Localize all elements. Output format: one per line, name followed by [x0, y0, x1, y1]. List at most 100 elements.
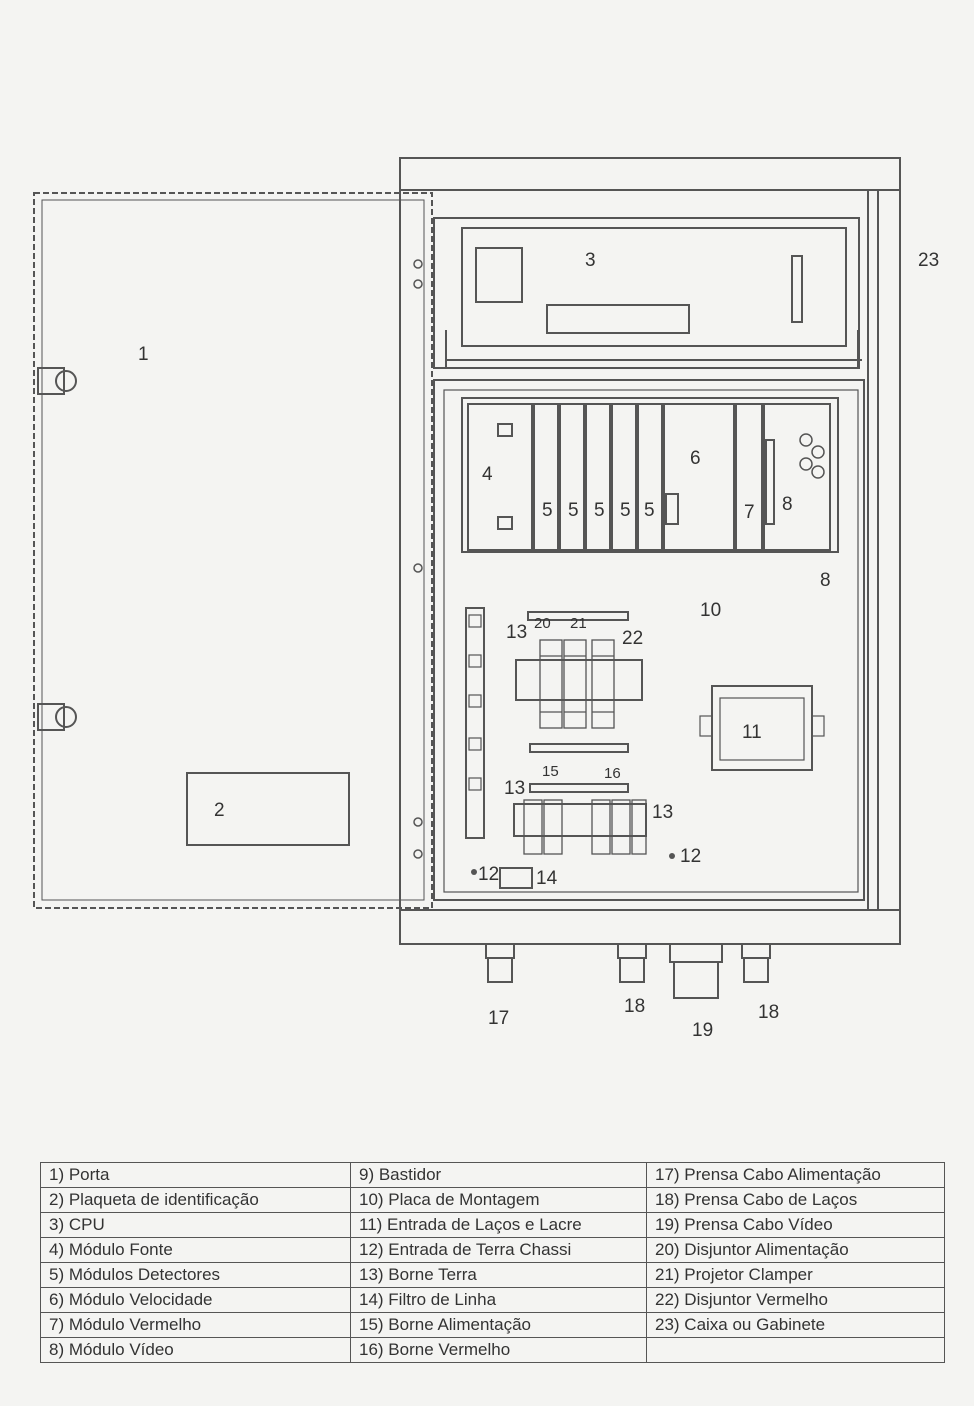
callout-18a: 18	[624, 996, 645, 1017]
cable-gland-power	[485, 943, 515, 983]
callout-19: 19	[692, 1020, 713, 1041]
callout-21: 21	[570, 615, 587, 632]
red-module	[735, 403, 763, 551]
cabinet-top-band	[399, 157, 901, 191]
cpu-unit	[461, 227, 847, 347]
legend-cell: 3) CPU	[40, 1212, 351, 1238]
callout-5d: 5	[620, 500, 631, 521]
legend-cell: 18) Prensa Cabo de Laços	[646, 1187, 945, 1213]
legend-cell: 15) Borne Alimentação	[350, 1312, 647, 1338]
legend-cell: 10) Placa de Montagem	[350, 1187, 647, 1213]
detector-module-3	[585, 403, 611, 551]
callout-13a: 13	[506, 622, 527, 643]
cpu-frame	[433, 217, 860, 369]
callout-5c: 5	[594, 500, 605, 521]
cpu-display	[546, 304, 690, 334]
legend-cell: 22) Disjuntor Vermelho	[646, 1287, 945, 1313]
cable-gland-loops-right	[741, 943, 771, 983]
callout-3: 3	[585, 250, 596, 271]
callout-18b: 18	[758, 1002, 779, 1023]
hinge-icons	[413, 259, 423, 859]
callout-1: 1	[138, 344, 149, 365]
legend-cell: 17) Prensa Cabo Alimentação	[646, 1162, 945, 1188]
callout-2: 2	[214, 800, 225, 821]
callout-20: 20	[534, 615, 551, 632]
door-panel	[33, 192, 433, 909]
red-terminal-bar	[529, 783, 629, 793]
door-handle-bottom	[37, 703, 77, 731]
callout-4: 4	[482, 464, 493, 485]
legend-cell: 21) Projetor Clamper	[646, 1262, 945, 1288]
rack-bastidor	[433, 379, 865, 901]
legend-cell: 7) Módulo Vermelho	[40, 1312, 351, 1338]
callout-6: 6	[690, 448, 701, 469]
legend-cell: 9) Bastidor	[350, 1162, 647, 1188]
callout-8a: 8	[782, 494, 793, 515]
detector-module-2	[559, 403, 585, 551]
line-filter	[499, 867, 533, 889]
cabinet-bottom-band	[399, 909, 901, 945]
callout-22: 22	[622, 628, 643, 649]
cabinet-diagram: 1 2 3 4 5 5 5 5 5 6 7 8 8 10 11 12 12 13…	[33, 157, 939, 1041]
ground-point-icons	[471, 853, 675, 875]
detector-module-1	[533, 403, 559, 551]
legend-cell: 5) Módulos Detectores	[40, 1262, 351, 1288]
legend-cell	[646, 1337, 945, 1363]
callout-12a: 12	[680, 846, 701, 867]
power-module	[467, 403, 533, 551]
cable-gland-video	[669, 943, 723, 999]
legend-cell: 16) Borne Vermelho	[350, 1337, 647, 1363]
callout-11: 11	[742, 722, 762, 743]
din-rail-upper	[515, 659, 643, 701]
legend-cell: 1) Porta	[40, 1162, 351, 1188]
video-connector-icons	[799, 433, 825, 479]
din-rail-lower	[513, 803, 647, 837]
legend-cell: 13) Borne Terra	[350, 1262, 647, 1288]
callout-13b: 13	[504, 778, 525, 799]
terminal-strip	[465, 607, 485, 839]
callout-12b: 12	[478, 864, 499, 885]
legend-cell: 6) Módulo Velocidade	[40, 1287, 351, 1313]
mounting-plate	[443, 389, 859, 893]
callout-17: 17	[488, 1008, 509, 1029]
speed-module	[663, 403, 735, 551]
detector-module-4	[611, 403, 637, 551]
module-chassis	[461, 397, 839, 553]
callout-23: 23	[918, 250, 939, 271]
callout-16: 16	[604, 765, 621, 782]
callout-7: 7	[744, 502, 755, 523]
legend-cell: 4) Módulo Fonte	[40, 1237, 351, 1263]
detector-module-5	[637, 403, 663, 551]
door-handle-top	[37, 367, 77, 395]
legend-cell: 23) Caixa ou Gabinete	[646, 1312, 945, 1338]
callout-5a: 5	[542, 500, 553, 521]
legend-cell: 8) Módulo Vídeo	[40, 1337, 351, 1363]
legend-cell: 20) Disjuntor Alimentação	[646, 1237, 945, 1263]
callout-5e: 5	[644, 500, 655, 521]
legend-cell: 2) Plaqueta de identificação	[40, 1187, 351, 1213]
legend-cell: 12) Entrada de Terra Chassi	[350, 1237, 647, 1263]
callout-15: 15	[542, 763, 559, 780]
callout-5b: 5	[568, 500, 579, 521]
legend-cell: 14) Filtro de Linha	[350, 1287, 647, 1313]
legend-cell: 11) Entrada de Laços e Lacre	[350, 1212, 647, 1238]
callout-10: 10	[700, 600, 721, 621]
cable-gland-loops-left	[617, 943, 647, 983]
callout-8b: 8	[820, 570, 831, 591]
breaker-blocks	[539, 639, 615, 729]
identification-plate	[186, 772, 350, 846]
power-terminal-bar	[529, 743, 629, 753]
video-module	[763, 403, 831, 551]
callout-13c: 13	[652, 802, 673, 823]
callout-14: 14	[536, 868, 558, 889]
